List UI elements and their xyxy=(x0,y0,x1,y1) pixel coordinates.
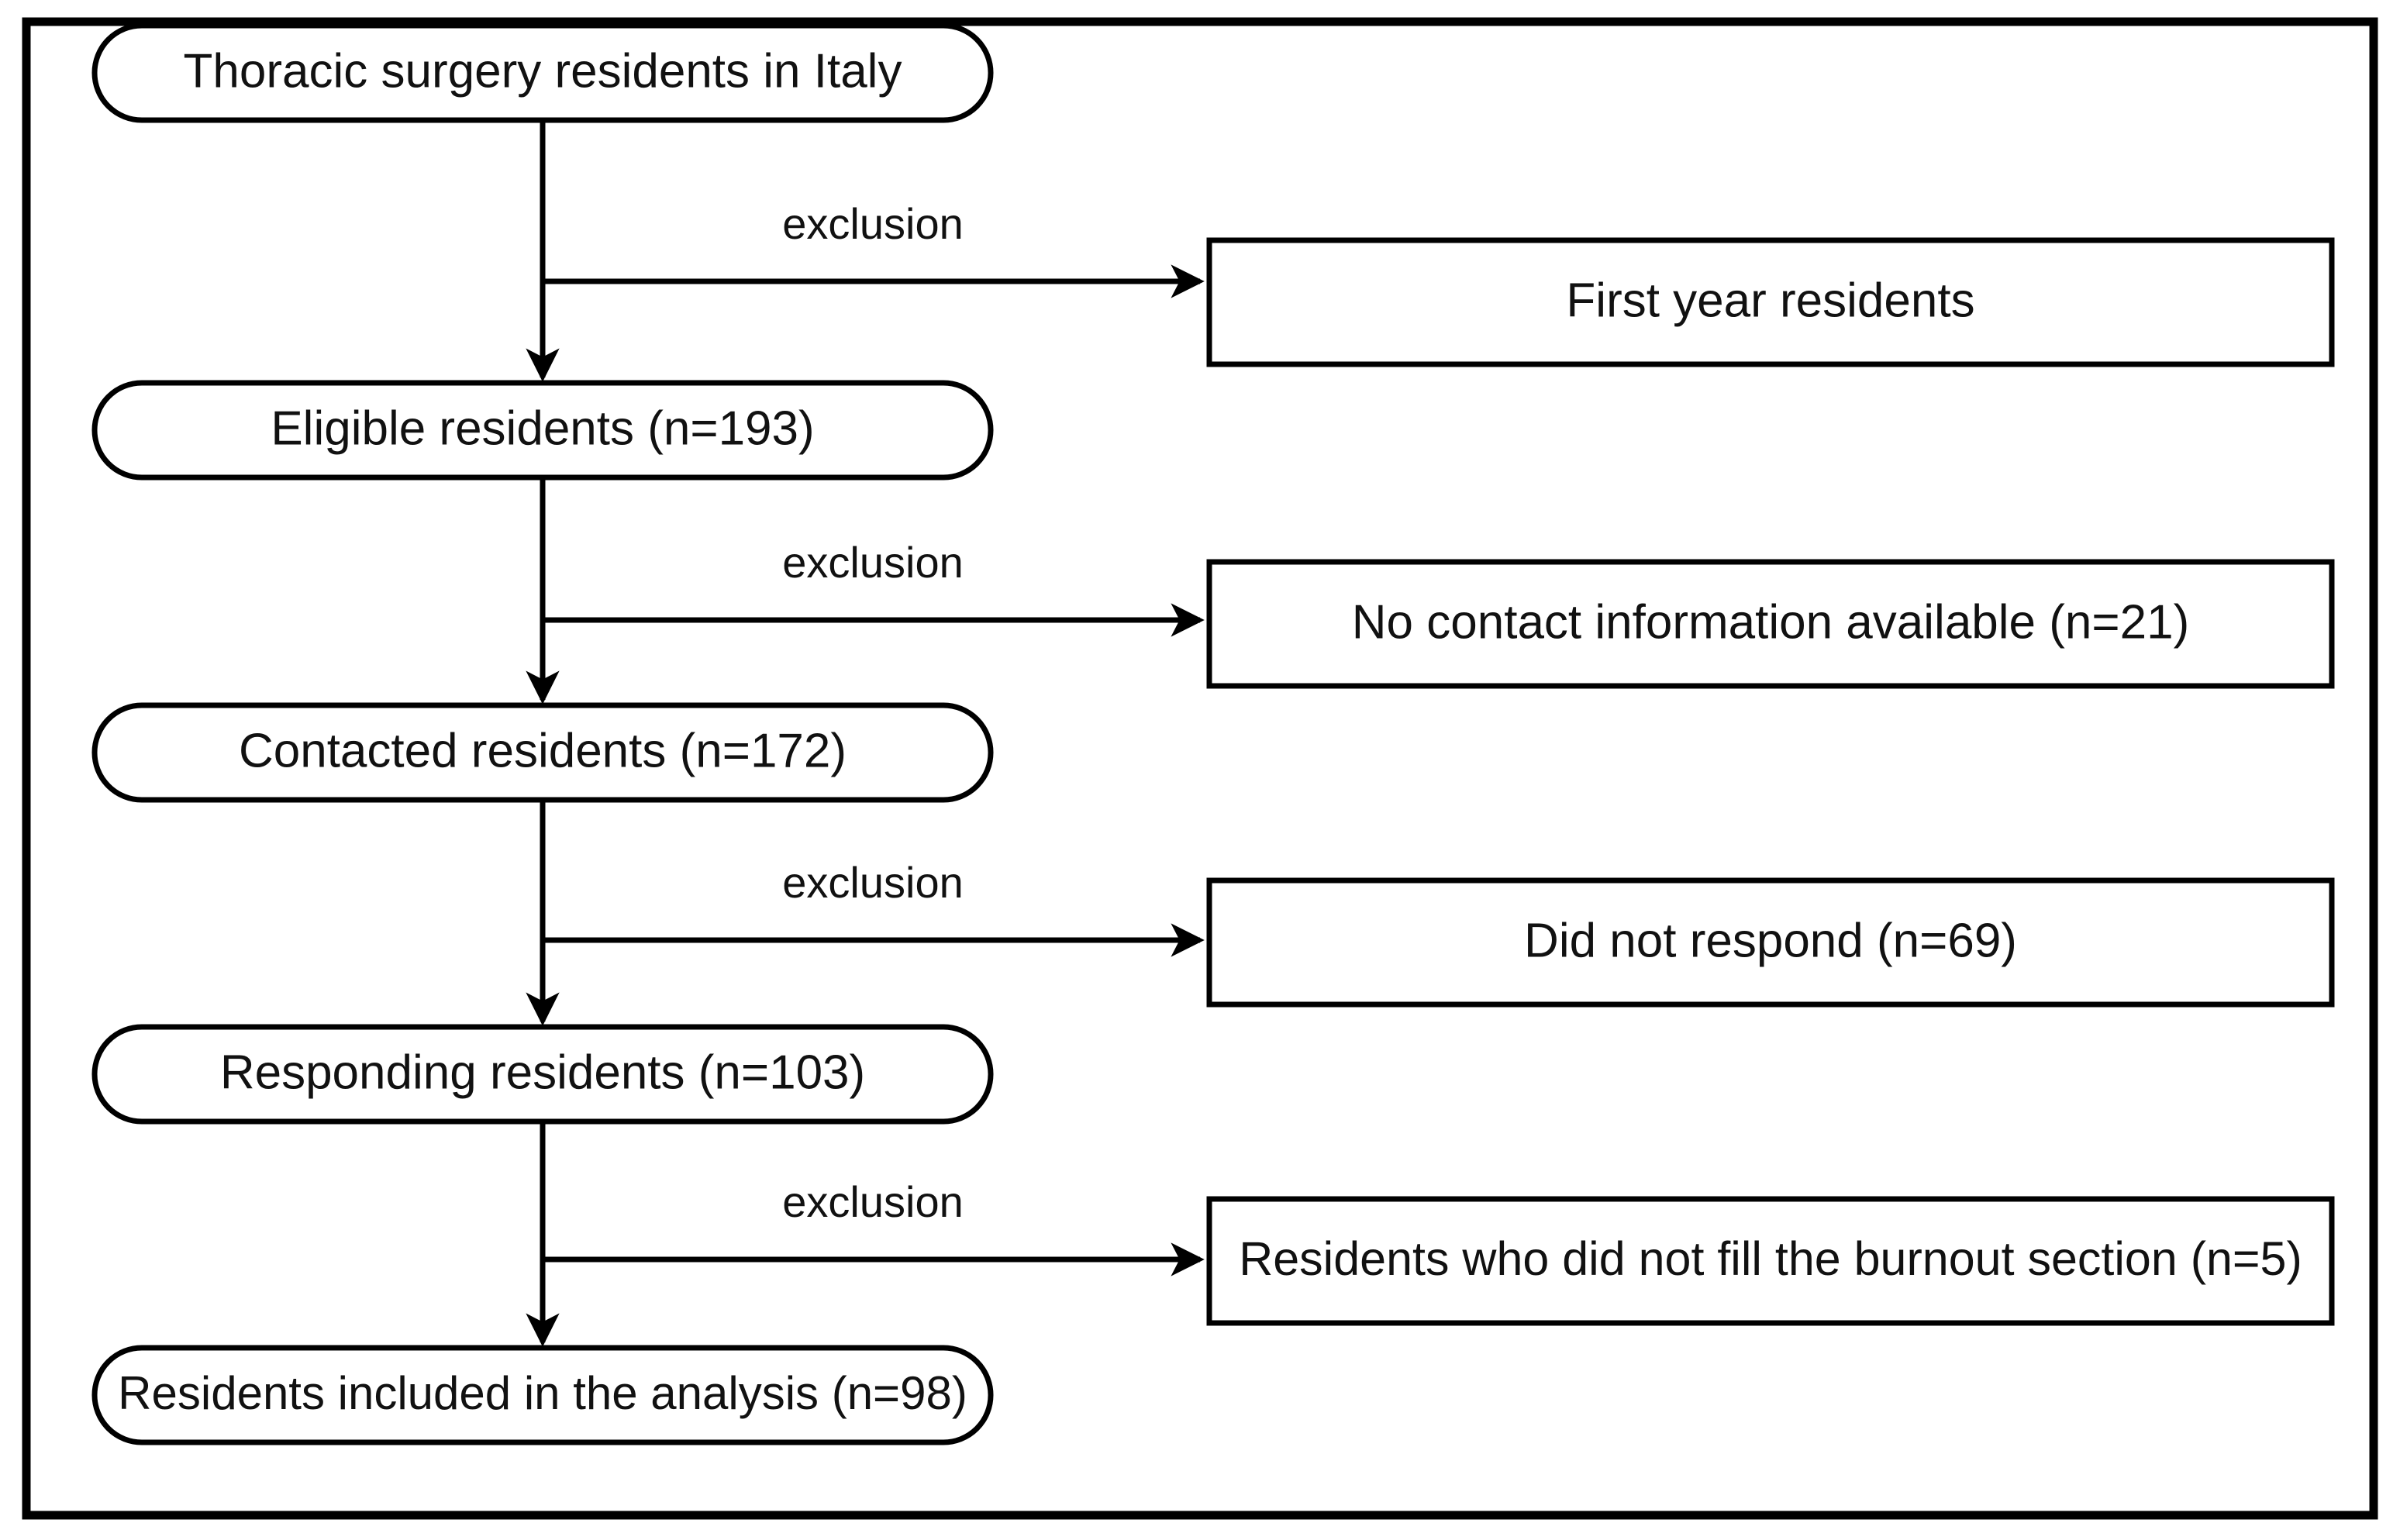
node-label: Responding residents (n=103) xyxy=(220,1046,865,1099)
exclusion-shape-rect xyxy=(1206,1196,2335,1326)
exclusion-label: No contact information available (n=21) xyxy=(1352,595,2189,649)
node-shape-rounded xyxy=(91,702,994,803)
node-label: Eligible residents (n=193) xyxy=(271,401,814,455)
exclusion-shape-rect xyxy=(1206,877,2335,1008)
node-label: Thoracic surgery residents in Italy xyxy=(184,44,902,98)
node-shape-rounded xyxy=(91,1345,994,1445)
exclusion-label: First year residents xyxy=(1566,274,1974,327)
node-residents-included-in-analysis[interactable]: Residents included in the analysis (n=98… xyxy=(91,1345,994,1445)
figure-border xyxy=(22,17,2378,1520)
node-label: Residents included in the analysis (n=98… xyxy=(118,1367,967,1419)
edge-label-exclusion-4: exclusion xyxy=(782,1177,963,1226)
node-label: Contacted residents (n=172) xyxy=(239,724,847,777)
exclusion-label: Residents who did not fill the burnout s… xyxy=(1239,1232,2302,1285)
node-shape-rounded xyxy=(91,380,994,481)
node-eligible-residents[interactable]: Eligible residents (n=193) xyxy=(91,380,994,481)
edge-label-exclusion-3: exclusion xyxy=(782,858,963,907)
edge-label-exclusion-2: exclusion xyxy=(782,538,963,587)
exclusion-box-no-contact-information[interactable]: No contact information available (n=21) xyxy=(1206,559,2335,689)
node-thoracic-surgery-residents[interactable]: Thoracic surgery residents in Italy xyxy=(91,22,994,123)
exclusion-shape-rect xyxy=(1206,559,2335,689)
node-shape-rounded xyxy=(91,22,994,123)
edge-label-exclusion-1: exclusion xyxy=(782,199,963,248)
flow-connectors xyxy=(526,120,1205,1347)
exclusion-shape-rect xyxy=(1206,237,2335,367)
node-shape-rounded xyxy=(91,1024,994,1125)
exclusion-box-did-not-respond[interactable]: Did not respond (n=69) xyxy=(1206,877,2335,1008)
node-contacted-residents[interactable]: Contacted residents (n=172) xyxy=(91,702,994,803)
exclusion-label: Did not respond (n=69) xyxy=(1524,914,2017,967)
exclusion-box-did-not-fill-burnout-section[interactable]: Residents who did not fill the burnout s… xyxy=(1206,1196,2335,1326)
exclusion-box-first-year-residents[interactable]: First year residents xyxy=(1206,237,2335,367)
node-responding-residents[interactable]: Responding residents (n=103) xyxy=(91,1024,994,1125)
